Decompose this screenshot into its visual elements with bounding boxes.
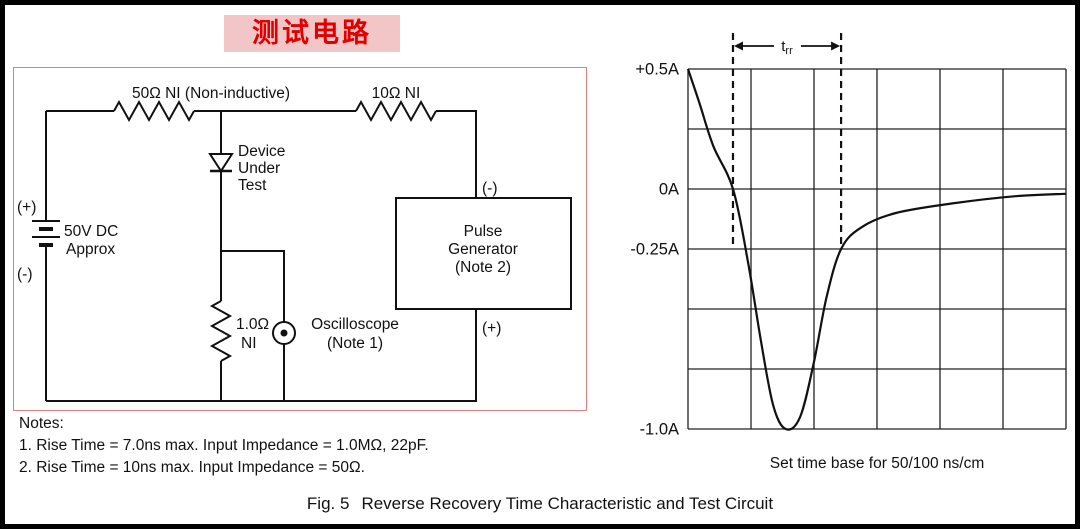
battery-minus-label: (-) xyxy=(17,266,33,283)
graph-y-axis-labels: +0.5A 0A -0.25A -1.0A xyxy=(630,61,679,439)
figure-caption: Fig. 5 Reverse Recovery Time Characterist… xyxy=(5,494,1075,514)
note-item-1: 1. Rise Time = 7.0ns max. Input Impedanc… xyxy=(19,437,429,454)
recovery-current-curve xyxy=(686,68,1067,431)
pg-minus-label: (-) xyxy=(482,180,498,197)
resistor-1ohm xyxy=(209,300,233,362)
graph-grid xyxy=(687,68,1067,430)
title-banner: 测试电路 xyxy=(224,15,400,52)
test-circuit-diagram: 50Ω NI (Non-inductive) 10Ω NI Device Und… xyxy=(17,85,572,402)
y-tick-label: 0A xyxy=(659,181,679,199)
trr-arrowhead xyxy=(733,41,743,51)
y-tick-label: +0.5A xyxy=(635,61,679,79)
time-base-label: Set time base for 50/100 ns/cm xyxy=(769,455,985,472)
wire xyxy=(436,110,477,198)
pulse-generator-label-line1: Pulse xyxy=(464,223,503,240)
wire xyxy=(221,250,285,322)
resistor-10ohm xyxy=(355,99,437,123)
dut-label-line3: Test xyxy=(238,177,267,194)
shunt-label-line1: 1.0Ω xyxy=(236,316,269,333)
figure-caption-text: Reverse Recovery Time Characteristic and… xyxy=(361,494,774,513)
notes-block: Notes: 1. Rise Time = 7.0ns max. Input I… xyxy=(19,413,429,479)
pulse-generator-label-line3: (Note 2) xyxy=(455,259,511,276)
dut-label-line2: Under xyxy=(238,160,280,177)
trr-dashed-markers xyxy=(731,33,843,249)
resistor-50ohm xyxy=(113,99,195,123)
wire xyxy=(46,309,477,402)
test-circuit-panel: 50Ω NI (Non-inductive) 10Ω NI Device Und… xyxy=(13,67,587,411)
figure-number: Fig. 5 xyxy=(306,494,350,513)
pulse-generator-label-line2: Generator xyxy=(448,241,518,258)
y-tick-label: -1.0A xyxy=(640,421,679,439)
resistor-50ohm-label: 50Ω NI (Non-inductive) xyxy=(132,85,290,102)
battery-plus-label: (+) xyxy=(17,199,36,216)
oscilloscope-connector-icon xyxy=(272,321,296,345)
battery-value-line1: 50V DC xyxy=(64,223,118,240)
oscilloscope-label-line2: (Note 1) xyxy=(327,335,383,352)
battery-symbol xyxy=(32,220,60,247)
pg-plus-label: (+) xyxy=(482,320,501,337)
diode-symbol xyxy=(208,153,234,173)
notes-heading: Notes: xyxy=(19,415,64,432)
battery-value-line2: Approx xyxy=(66,241,115,258)
circuit-wires xyxy=(45,99,477,402)
pulse-generator-box xyxy=(395,197,572,310)
recovery-waveform-chart: +0.5A 0A -0.25A -1.0A trr xyxy=(630,33,1067,439)
shunt-label-line2: NI xyxy=(241,335,257,352)
resistor-10ohm-label: 10Ω NI xyxy=(372,85,421,102)
trr-label: trr xyxy=(781,38,793,57)
note-item-2: 2. Rise Time = 10ns max. Input Impedance… xyxy=(19,459,365,476)
trr-annotation: trr xyxy=(733,38,841,57)
recovery-graph-panel: +0.5A 0A -0.25A -1.0A trr xyxy=(605,21,1075,453)
oscilloscope-label-line1: Oscilloscope xyxy=(311,316,399,333)
y-tick-label: -0.25A xyxy=(630,241,679,259)
dut-label-line1: Device xyxy=(238,143,285,160)
trr-arrowhead xyxy=(831,41,841,51)
